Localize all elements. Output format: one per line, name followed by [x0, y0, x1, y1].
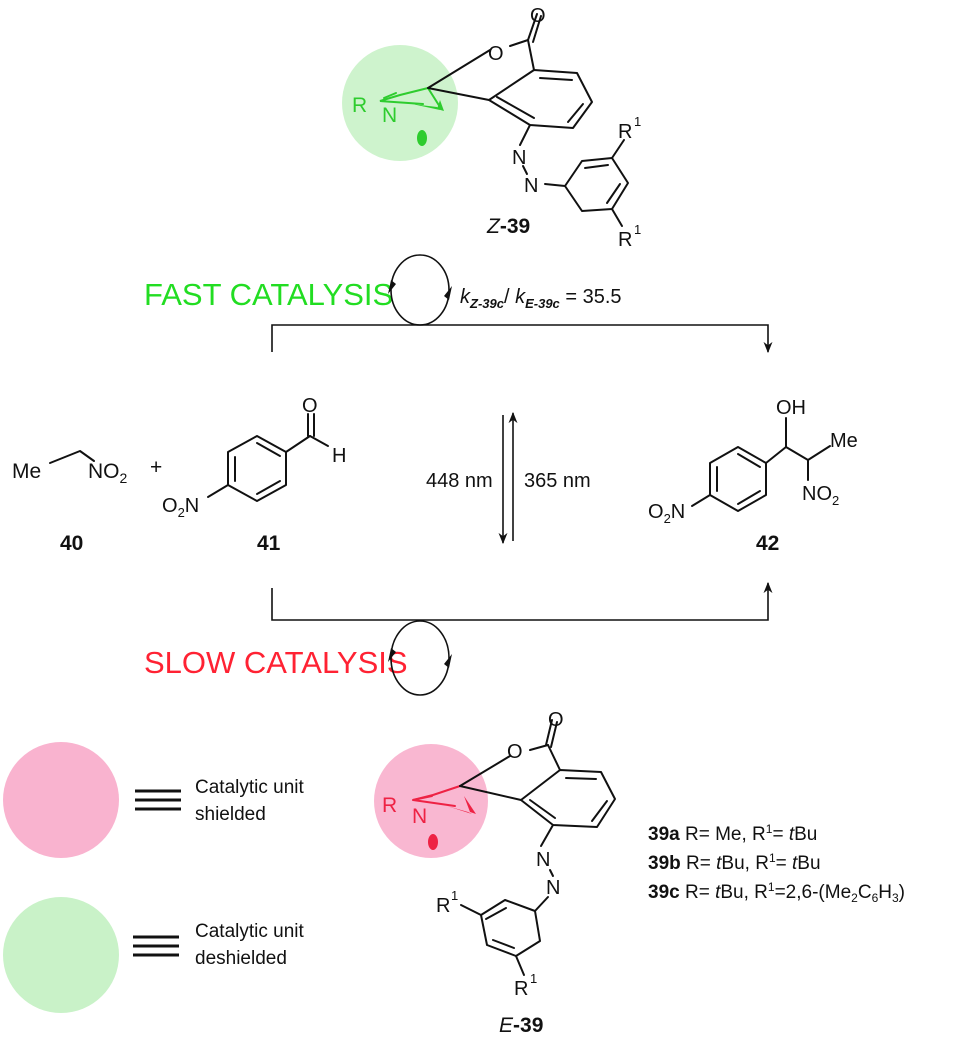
variant-39b: 39b R= tBu, R1= tBu — [648, 851, 821, 874]
e-39-label: E-39 — [499, 1014, 543, 1037]
compound-41-label: 41 — [257, 532, 281, 555]
slow-path-arrow — [271, 581, 773, 621]
deshielded-circle-icon — [3, 897, 119, 1013]
z-39-structure: N R O O N N R 1 R 1 Z-39 — [342, 5, 641, 251]
amine-n-label: N — [382, 104, 397, 127]
compound-40: Me NO2 + 40 — [12, 450, 162, 555]
fast-catalytic-cycle-icon — [388, 254, 452, 326]
oh-label: OH — [776, 397, 806, 419]
legend-deshielded-line1: Catalytic unit — [195, 921, 304, 942]
equivalence-icon — [133, 935, 179, 957]
superscript: 1 — [451, 888, 458, 903]
legend-shielded-line1: Catalytic unit — [195, 777, 304, 798]
no2-label: NO2 — [88, 460, 128, 486]
ring-o-label: O — [488, 43, 504, 65]
carbonyl-o-label: O — [530, 5, 546, 27]
fast-catalysis-label: FAST CATALYSIS — [144, 277, 393, 312]
legend: Catalytic unit shielded Catalytic unit d… — [3, 742, 304, 1013]
shielded-circle-icon — [3, 742, 119, 858]
compound-42: OH Me NO2 O2N 42 — [648, 397, 858, 555]
carbonyl-o-label: O — [548, 709, 564, 731]
azo-n1-label: N — [536, 849, 550, 871]
legend-deshielded-line2: deshielded — [195, 948, 287, 969]
r1-bottom-label: R — [618, 229, 632, 251]
no2-label: NO2 — [802, 483, 839, 508]
aldehyde-h-label: H — [332, 445, 346, 467]
r1-top-label: R — [618, 121, 632, 143]
plus-sign: + — [150, 456, 162, 479]
compound-42-label: 42 — [756, 532, 779, 555]
azo-n1-label: N — [512, 147, 526, 169]
r-label: R — [382, 794, 397, 817]
lone-pair-icon — [417, 130, 427, 146]
ring-o-label: O — [507, 741, 523, 763]
compound-40-label: 40 — [60, 532, 83, 555]
slow-catalysis-label: SLOW CATALYSIS — [144, 645, 408, 680]
z-39-label: Z-39 — [486, 215, 530, 238]
me-label: Me — [830, 430, 858, 452]
o2n-label: O2N — [162, 495, 199, 520]
azo-n2-label: N — [524, 175, 538, 197]
shielded-highlight-circle — [374, 744, 488, 858]
me-label: Me — [12, 460, 41, 483]
superscript: 1 — [634, 222, 641, 237]
e-39-structure: N R O O N N R 1 R 1 E-39 — [374, 709, 616, 1037]
azo-n2-label: N — [546, 877, 560, 899]
r1-left-label: R — [436, 895, 450, 917]
superscript: 1 — [530, 971, 537, 986]
compound-41: O H O2N 41 — [162, 395, 346, 555]
variant-39c: 39c R= tBu, R1=2,6-(Me2C6H3) — [648, 880, 905, 905]
r1-bottom-label: R — [514, 978, 528, 1000]
lone-pair-icon — [428, 834, 438, 850]
448nm-label: 448 nm — [426, 470, 493, 492]
aldehyde-o-label: O — [302, 395, 318, 417]
r-label: R — [352, 94, 367, 117]
variant-list: 39a R= Me, R1= tBu 39b R= tBu, R1= tBu 3… — [648, 822, 905, 905]
legend-shielded-line2: shielded — [195, 804, 266, 825]
365nm-label: 365 nm — [524, 470, 591, 492]
variant-39a: 39a R= Me, R1= tBu — [648, 822, 817, 845]
slow-catalytic-cycle-icon — [388, 620, 452, 696]
equivalence-icon — [135, 789, 181, 811]
fast-path-arrow — [271, 324, 773, 354]
o2n-label: O2N — [648, 501, 685, 526]
superscript: 1 — [634, 114, 641, 129]
rate-ratio-label: kZ-39c/ kE-39c = 35.5 — [460, 286, 622, 311]
amine-n-label: N — [412, 805, 427, 828]
